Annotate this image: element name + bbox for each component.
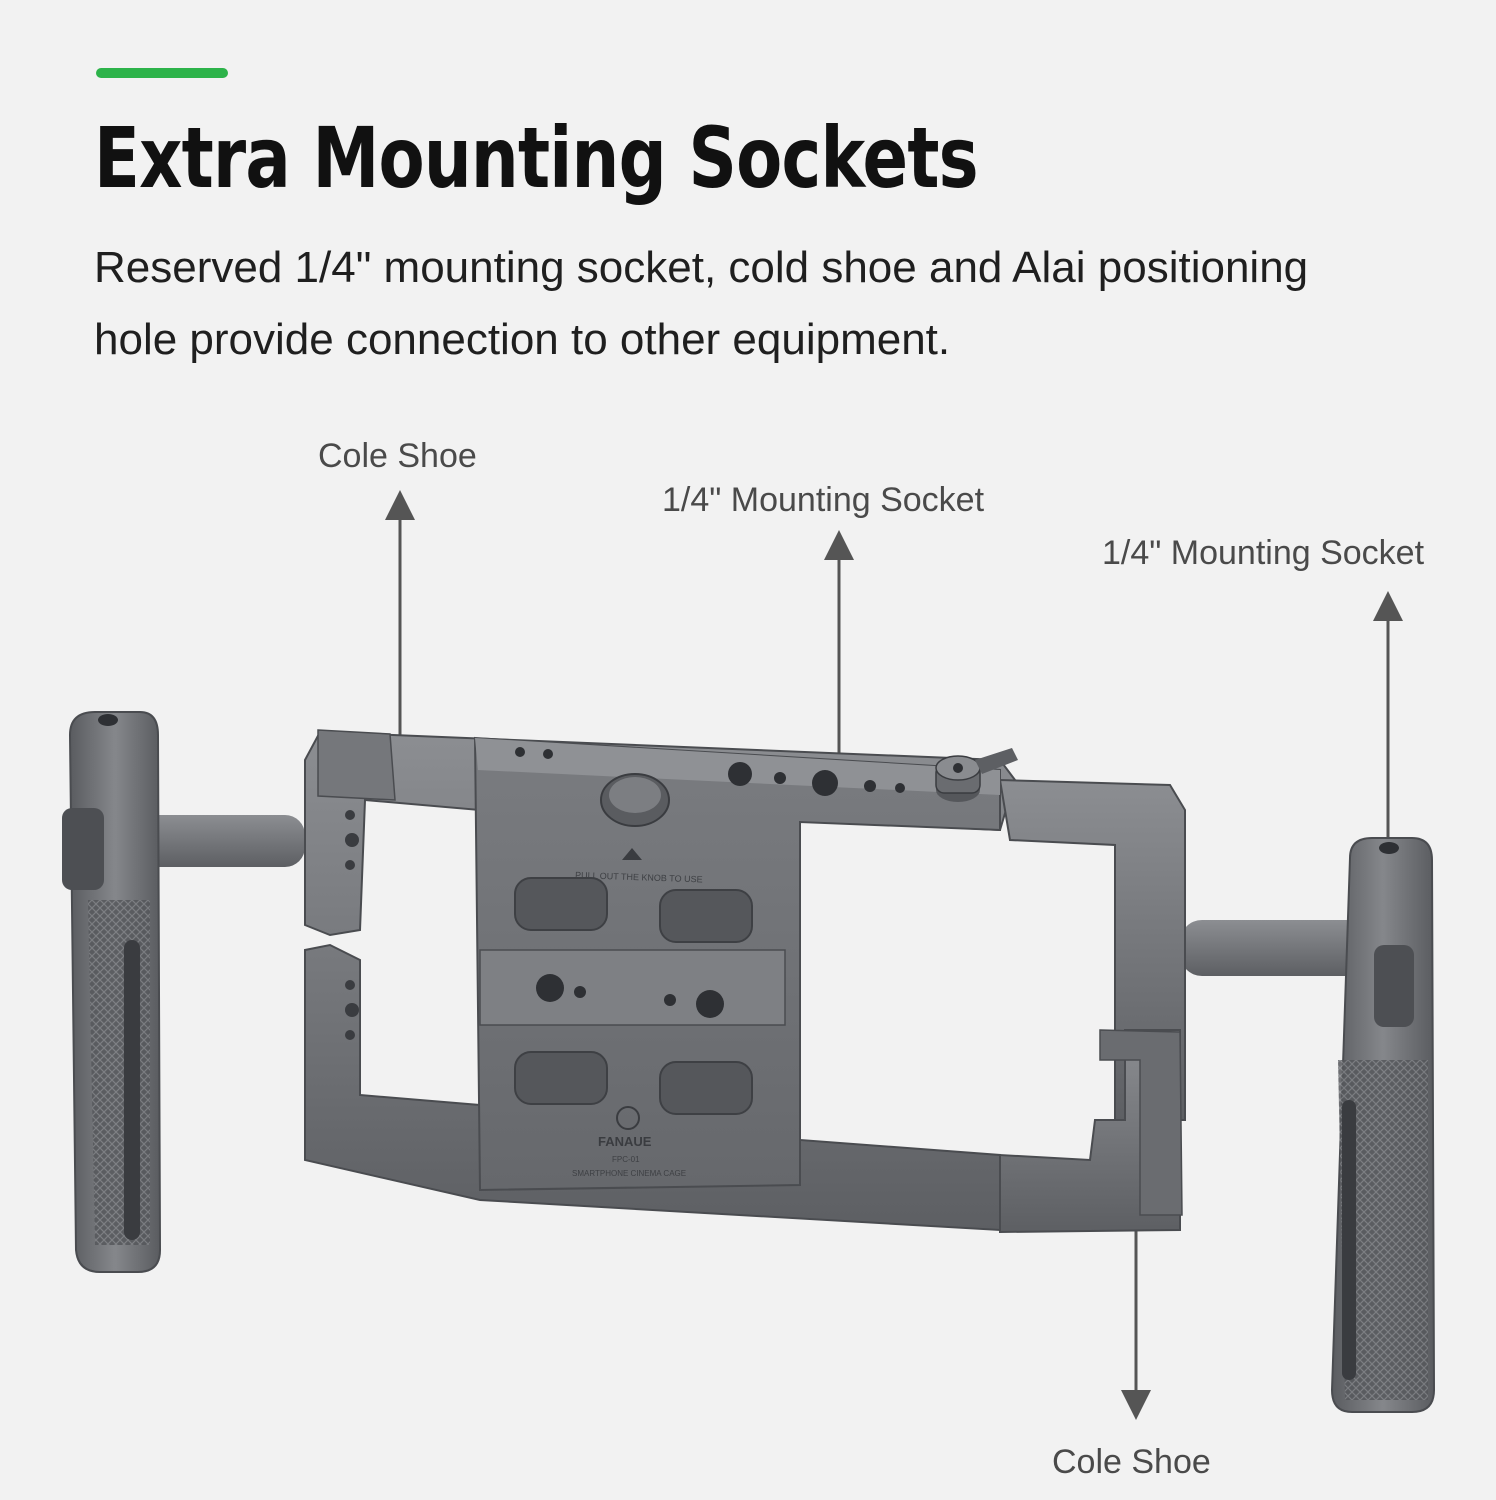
right-grip-knurl: [1338, 1060, 1428, 1400]
right-handle: [1180, 837, 1436, 1413]
callout-label-cold-shoe-top: Cole Shoe: [318, 437, 477, 475]
callout-label-cold-shoe-bottom: Cole Shoe: [1052, 1443, 1211, 1481]
accent-bar: [96, 68, 228, 78]
product-model: FPC-01: [612, 1155, 640, 1164]
left-thumb-screw: [62, 808, 104, 890]
knob-indicator-arrow: [622, 848, 642, 860]
center-plate: PULL OUT THE KNOB TO USE FANAUE FPC-01 S…: [473, 736, 1001, 1192]
center-mount-strip: [479, 949, 786, 1026]
product-name: SMARTPHONE CINEMA CAGE: [572, 1169, 686, 1178]
brand-logo-icon: [616, 1106, 640, 1130]
product-brand: FANAUE: [598, 1134, 652, 1149]
locking-knob-top: [609, 777, 661, 813]
callout-label-mounting-socket-right: 1/4" Mounting Socket: [1102, 534, 1425, 572]
right-grip-slot: [1342, 1100, 1356, 1380]
left-grip-slot: [124, 940, 140, 1240]
left-handle: [62, 711, 305, 1273]
plate-cutouts: [514, 877, 753, 1115]
page-subtitle: Reserved 1/4" mounting socket, cold shoe…: [94, 243, 1309, 364]
center-mount-holes: [536, 974, 724, 1018]
left-handle-arm: [135, 815, 305, 867]
callout-label-mounting-socket-center: 1/4" Mounting Socket: [662, 481, 985, 519]
cold-shoe-bottom: [1099, 1029, 1183, 1216]
top-rail-holes: [515, 747, 905, 796]
left-top-socket: [98, 714, 118, 726]
right-thumb-screw: [1374, 945, 1414, 1027]
left-grip-knurl: [88, 900, 150, 1245]
right-handle-arm: [1180, 920, 1370, 976]
right-top-socket: [1379, 842, 1399, 854]
callout-arrows: [385, 490, 1403, 1420]
clamp-lever: [935, 748, 1018, 802]
page-title: Extra Mounting Sockets: [94, 109, 979, 207]
knob-note: PULL OUT THE KNOB TO USE: [575, 870, 703, 884]
cold-shoe-top: [317, 729, 396, 801]
